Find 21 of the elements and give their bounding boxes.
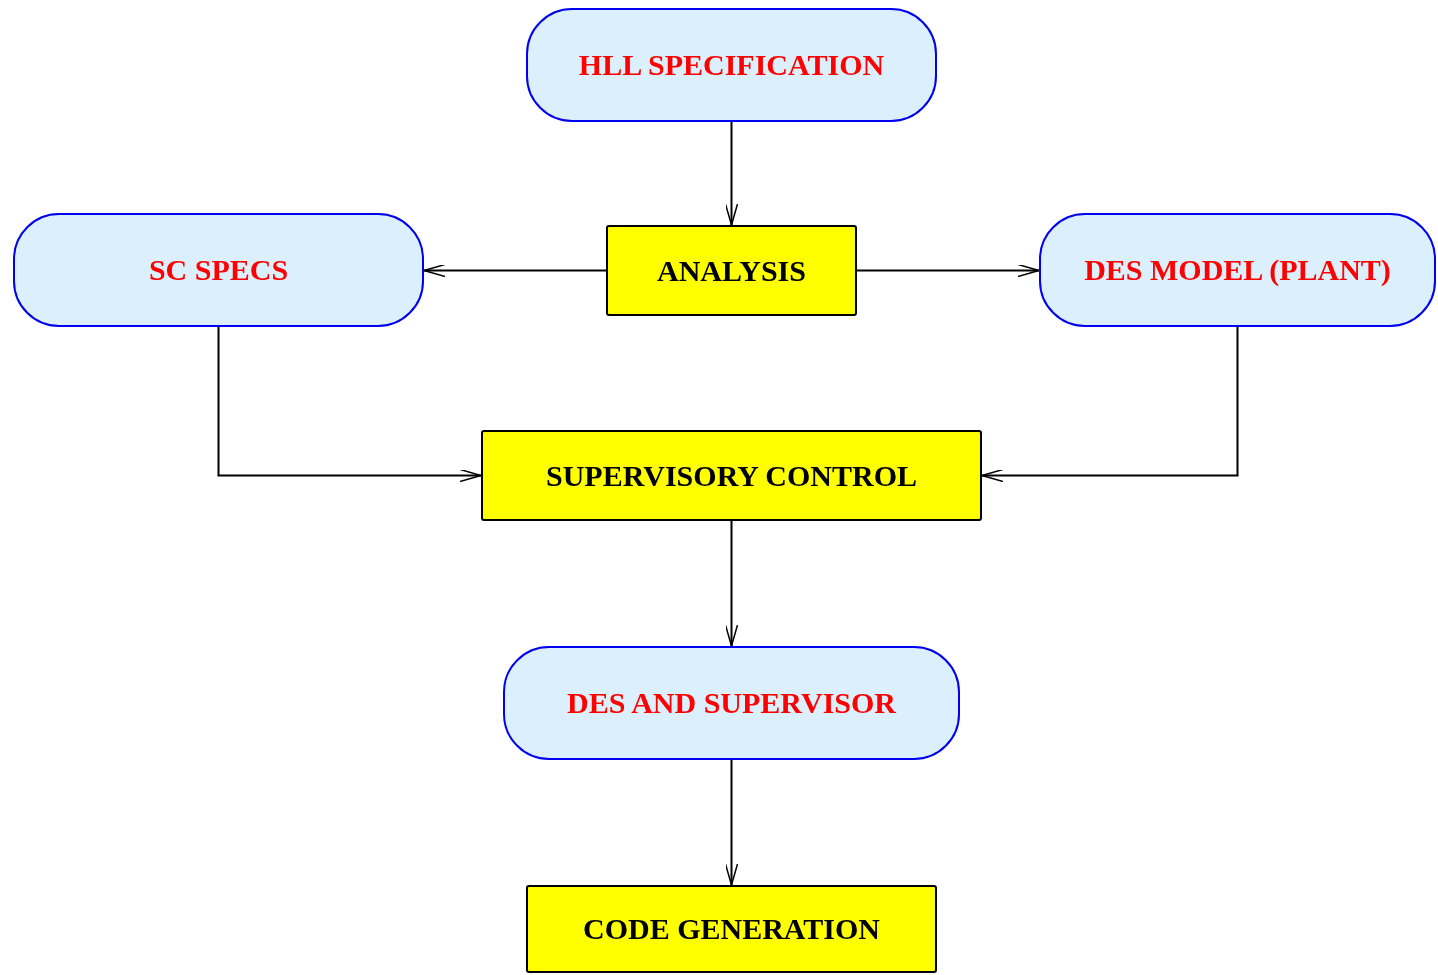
node-label: SUPERVISORY CONTROL bbox=[546, 458, 917, 493]
process-box bbox=[481, 430, 982, 521]
arrow bbox=[724, 759, 739, 886]
arrow bbox=[724, 520, 739, 647]
node-label: CODE GENERATION bbox=[583, 912, 880, 946]
arrow bbox=[423, 263, 607, 278]
rounded-box bbox=[13, 213, 424, 327]
node-label: ANALYSIS bbox=[657, 253, 806, 288]
arrow bbox=[217, 326, 482, 483]
arrow bbox=[981, 326, 1239, 483]
arrow bbox=[724, 121, 739, 226]
rounded-box bbox=[503, 646, 960, 760]
process-box bbox=[606, 225, 857, 316]
node-label: DES AND SUPERVISOR bbox=[567, 686, 896, 720]
node-label: DES MODEL (PLANT) bbox=[1084, 253, 1391, 287]
node-label: HLL SPECIFICATION bbox=[578, 48, 885, 82]
process-box bbox=[526, 885, 937, 973]
node-label: SC SPECS bbox=[148, 253, 289, 287]
rounded-box bbox=[526, 8, 937, 122]
rounded-box bbox=[1039, 213, 1436, 327]
arrow bbox=[856, 263, 1040, 278]
